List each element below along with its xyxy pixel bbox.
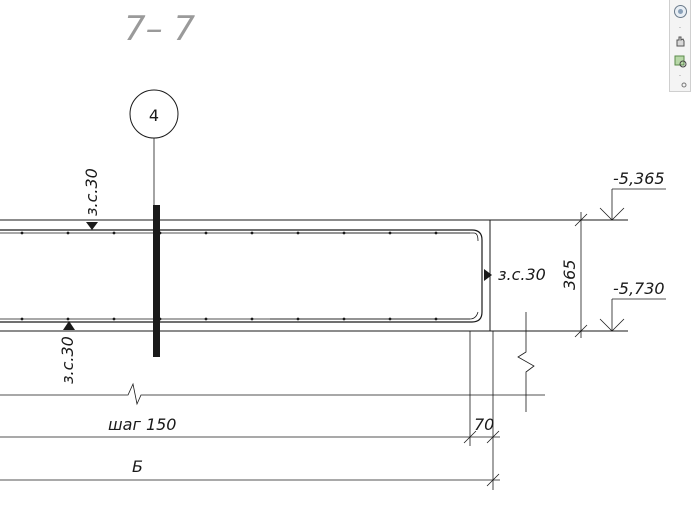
level-top-label: -5,365 — [613, 169, 665, 188]
navigation-bar: · · — [669, 0, 691, 92]
cover-top-label: з.с.30 — [82, 168, 101, 216]
reinforcement — [0, 229, 483, 323]
callout-marker: 4 — [129, 89, 179, 206]
nav-separator-dots-2: · — [678, 72, 682, 80]
cover-right-arrow — [484, 269, 492, 281]
rebar-dot — [204, 231, 208, 235]
cover-top-arrow — [86, 222, 98, 230]
spacing-label: шаг 150 — [108, 415, 176, 434]
cover-right-label: з.с.30 — [498, 265, 546, 284]
rebar-dot — [66, 231, 70, 235]
steering-wheel-icon[interactable] — [673, 4, 688, 19]
rebar-dot — [434, 317, 438, 321]
rebar-dot — [250, 231, 254, 235]
callout-number: 4 — [149, 106, 159, 125]
rebar-dot — [388, 231, 392, 235]
rebar-dot — [296, 317, 300, 321]
rebar-dot — [296, 231, 300, 235]
rebar-dot — [434, 231, 438, 235]
break-line-right — [517, 312, 535, 412]
end-dimension-label: 70 — [474, 415, 494, 434]
width-label: Б — [132, 457, 143, 476]
zoom-extents-icon[interactable] — [673, 54, 688, 69]
pan-icon[interactable] — [673, 34, 688, 49]
rebar-dot — [20, 231, 24, 235]
rebar-dot — [66, 317, 70, 321]
thickness-dimension — [574, 212, 588, 338]
thickness-label: 365 — [560, 259, 579, 290]
section-title: 7– 7 — [124, 9, 195, 49]
rebar-dot — [250, 317, 254, 321]
rebar-dot — [204, 317, 208, 321]
rebar-dot — [342, 231, 346, 235]
rebar-dot — [342, 317, 346, 321]
spacing-dimension — [0, 331, 545, 490]
nav-separator-dots: · — [678, 24, 682, 32]
cover-bottom-arrow — [63, 321, 75, 330]
orbit-icon[interactable] — [673, 80, 688, 90]
rebar-dot — [158, 317, 162, 321]
rebar-dot — [112, 231, 116, 235]
cover-bottom-label: з.с.30 — [58, 336, 77, 384]
level-mark-top — [599, 188, 666, 221]
rebar-dot — [112, 317, 116, 321]
level-mark-bottom — [599, 298, 666, 332]
level-bottom-label: -5,730 — [613, 279, 665, 298]
vertical-element — [153, 205, 160, 357]
rebar-dot — [158, 231, 162, 235]
rebar-dots — [20, 231, 438, 321]
rebar-dot — [388, 317, 392, 321]
rebar-dot — [20, 317, 24, 321]
